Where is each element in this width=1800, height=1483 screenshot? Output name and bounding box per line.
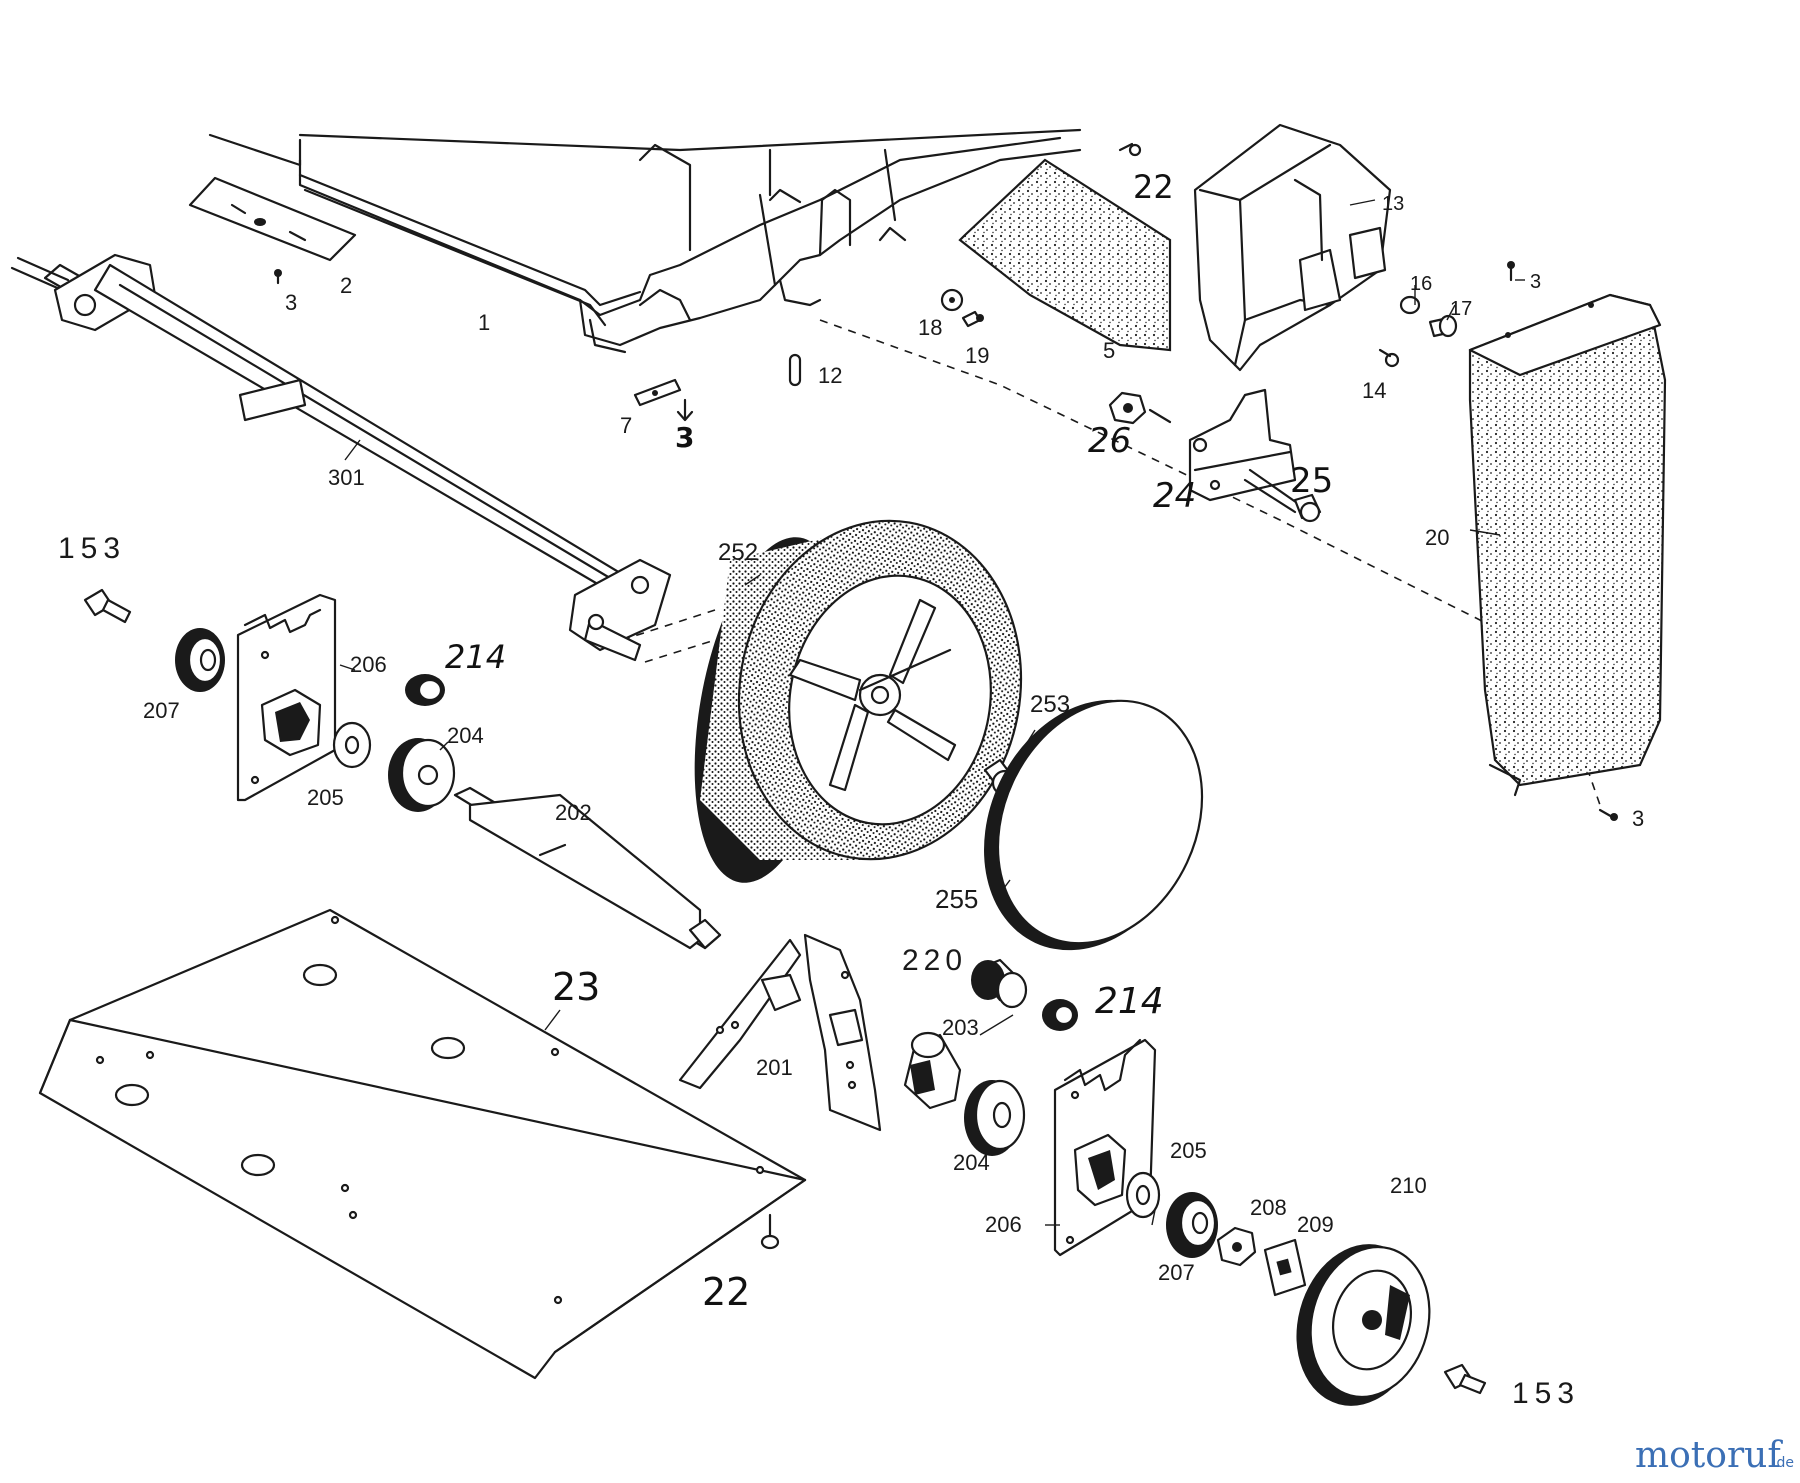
nut-26 xyxy=(1108,391,1172,425)
callout-255: 255 xyxy=(935,884,978,914)
shaft-202 xyxy=(453,786,722,950)
screw-3d xyxy=(1598,808,1618,821)
bearing-207a xyxy=(175,628,225,692)
callout-252: 252 xyxy=(718,539,758,566)
callout-23: 23 xyxy=(552,965,600,1009)
bolt-25 xyxy=(1243,468,1322,523)
bushing-214a xyxy=(405,674,445,706)
callout-153-right: 153 xyxy=(1512,1377,1580,1410)
callout-206-left: 206 xyxy=(350,652,387,677)
callout-19: 19 xyxy=(965,343,989,368)
leader-lines xyxy=(339,199,1525,1226)
callout-labels: 1 2 3 5 7 3 12 13 14 16 17 18 19 20 22 2… xyxy=(58,168,1644,1410)
callout-22-bottom: 22 xyxy=(702,1270,750,1314)
callout-3: 3 xyxy=(285,290,297,315)
axle-301 xyxy=(10,253,672,662)
bushing-214b xyxy=(1042,999,1078,1031)
bolt-17 xyxy=(1428,314,1458,338)
callout-20: 20 xyxy=(1425,525,1449,550)
cover-13 xyxy=(1193,123,1392,372)
hubcap-255 xyxy=(984,699,1204,951)
callout-25: 25 xyxy=(1290,461,1333,501)
nut-16 xyxy=(1399,295,1421,315)
callout-1: 1 xyxy=(478,310,490,335)
callout-22-top: 22 xyxy=(1133,168,1174,206)
watermark-text: motoruf xyxy=(1635,1435,1783,1476)
bracket-24 xyxy=(1188,388,1297,502)
callout-26: 26 xyxy=(1088,421,1131,461)
callout-214-right: 214 xyxy=(1095,981,1164,1022)
screw-22b xyxy=(760,1213,780,1250)
washer-205a xyxy=(332,721,372,769)
screw-19 xyxy=(961,310,984,328)
main-housing xyxy=(208,128,1082,354)
callout-24: 24 xyxy=(1153,476,1196,516)
bolt-153b xyxy=(1443,1363,1487,1395)
pin-12 xyxy=(788,353,802,387)
callout-204-left: 204 xyxy=(447,723,484,748)
callout-207-right: 207 xyxy=(1158,1260,1195,1285)
callout-13: 13 xyxy=(1382,193,1404,215)
callout-18: 18 xyxy=(918,315,942,340)
callout-3-right-bottom: 3 xyxy=(1632,806,1644,831)
callout-7: 7 xyxy=(620,413,632,438)
callout-3-bold: 3 xyxy=(675,421,694,454)
spacer-220 xyxy=(971,958,1028,1009)
hub-204b xyxy=(964,1079,1026,1156)
plate-206a xyxy=(236,593,337,802)
washer-18 xyxy=(940,288,964,312)
callout-153-left: 153 xyxy=(58,532,126,565)
callout-3-right-top: 3 xyxy=(1530,271,1541,293)
callout-207-left: 207 xyxy=(143,698,180,723)
deck-plate-23 xyxy=(38,908,807,1380)
callout-201: 201 xyxy=(756,1055,793,1080)
callout-301: 301 xyxy=(328,465,365,490)
cover-20 xyxy=(1468,293,1667,797)
nut-208 xyxy=(1216,1226,1257,1267)
sleeve-203 xyxy=(903,1031,962,1110)
screw-3c xyxy=(1507,261,1515,282)
callout-17: 17 xyxy=(1450,298,1472,320)
panel-5 xyxy=(958,158,1172,352)
screw-3a xyxy=(274,269,282,285)
bracket-7 xyxy=(633,378,694,422)
callout-214-left: 214 xyxy=(445,638,506,676)
plate-2 xyxy=(188,176,357,262)
callout-16: 16 xyxy=(1410,273,1432,295)
bolt-153a xyxy=(83,588,132,624)
callout-206-right: 206 xyxy=(985,1212,1022,1237)
callout-208: 208 xyxy=(1250,1195,1287,1220)
wheel-252 xyxy=(694,519,1023,883)
callout-205-left: 205 xyxy=(307,785,344,810)
callout-14: 14 xyxy=(1362,378,1386,403)
callout-253: 253 xyxy=(1030,691,1070,718)
callout-204-right: 204 xyxy=(953,1150,990,1175)
alignment-lines xyxy=(621,319,1601,806)
blade-201 xyxy=(678,933,882,1132)
callout-209: 209 xyxy=(1297,1212,1334,1237)
washer-205b xyxy=(1125,1171,1161,1219)
hub-204a xyxy=(388,738,456,812)
watermark-suffix: .de xyxy=(1772,1455,1794,1471)
bearing-207b xyxy=(1166,1192,1218,1258)
callout-210: 210 xyxy=(1390,1173,1427,1198)
callout-203: 203 xyxy=(942,1015,979,1040)
screw-22a xyxy=(1118,142,1142,157)
screw-14 xyxy=(1378,348,1400,368)
callout-205-right: 205 xyxy=(1170,1138,1207,1163)
callout-12: 12 xyxy=(818,363,842,388)
callout-5: 5 xyxy=(1103,338,1115,363)
callout-202: 202 xyxy=(555,800,592,825)
plate-206b xyxy=(1053,1038,1157,1257)
callout-2: 2 xyxy=(340,273,352,298)
wheel-210 xyxy=(1296,1244,1431,1406)
washer-209 xyxy=(1263,1238,1307,1297)
watermark-logo: motoruf .de xyxy=(1635,1435,1794,1476)
callout-220: 220 xyxy=(902,944,967,977)
